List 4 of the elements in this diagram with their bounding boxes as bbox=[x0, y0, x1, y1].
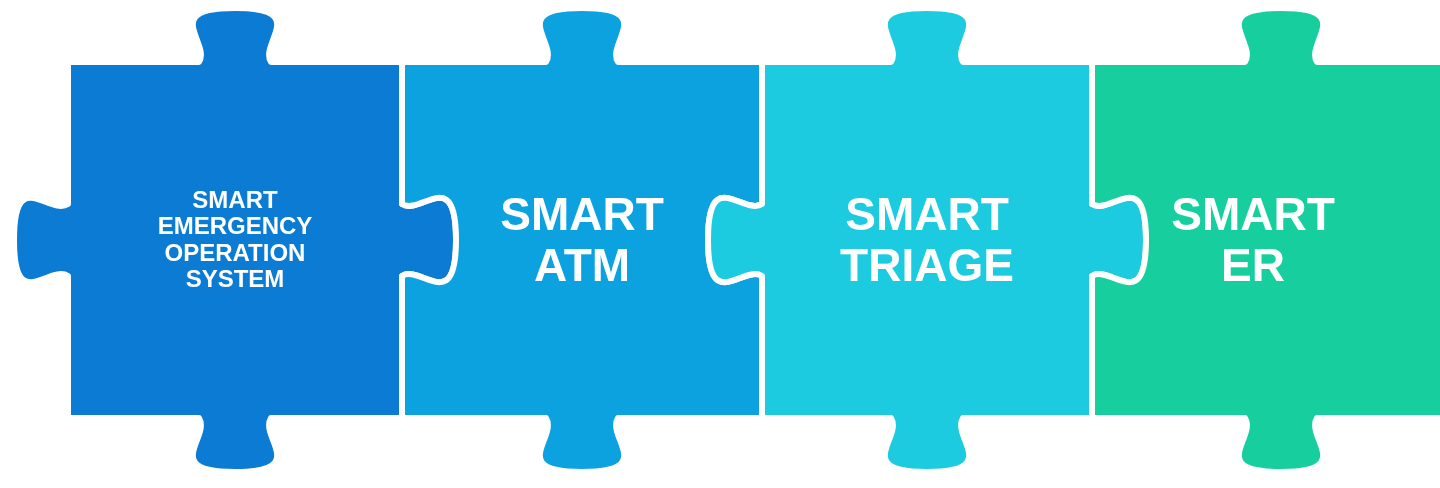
piece-label: SMART EMERGENCY OPERATION SYSTEM bbox=[156, 187, 314, 293]
piece-label: SMART ATM bbox=[499, 189, 665, 291]
piece-label: SMART ER bbox=[1170, 189, 1336, 291]
piece-label: SMART TRIAGE bbox=[839, 189, 1015, 291]
